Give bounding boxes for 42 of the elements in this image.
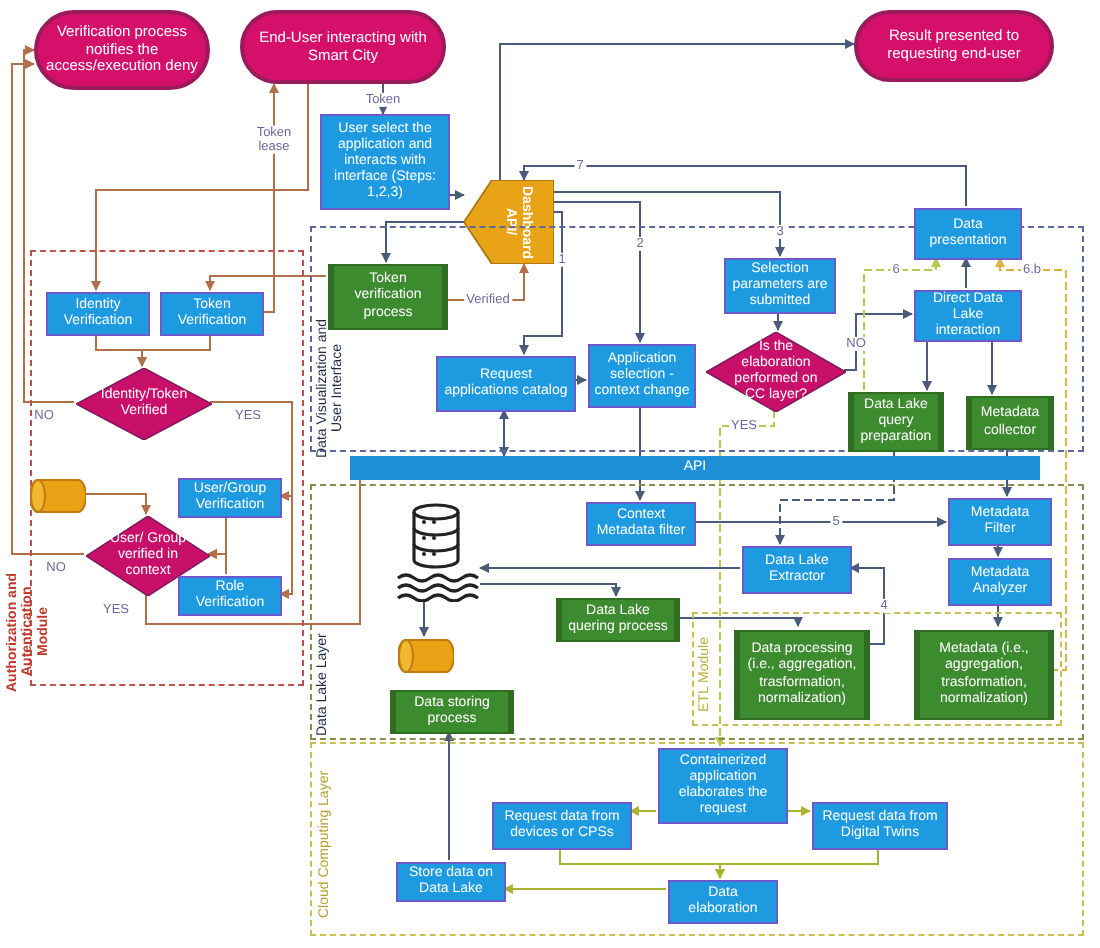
arrow bbox=[843, 309, 913, 371]
arrow bbox=[961, 257, 971, 289]
arrow bbox=[205, 275, 327, 291]
arrow bbox=[773, 311, 783, 331]
arrow bbox=[449, 190, 465, 200]
arrow bbox=[629, 806, 657, 816]
arrow bbox=[91, 83, 309, 291]
arrow bbox=[775, 449, 895, 545]
arrow bbox=[261, 83, 279, 313]
arrow bbox=[519, 211, 563, 355]
arrow bbox=[785, 806, 811, 816]
arrow bbox=[677, 617, 803, 627]
arrow bbox=[922, 339, 932, 391]
arrow bbox=[693, 517, 947, 527]
arrow bbox=[499, 39, 855, 181]
arrow bbox=[83, 493, 151, 515]
arrow bbox=[863, 257, 941, 391]
layer-region bbox=[310, 484, 1084, 740]
arrow bbox=[419, 599, 429, 637]
arrow bbox=[987, 339, 997, 395]
arrow bbox=[995, 257, 1067, 671]
arrow bbox=[479, 583, 621, 597]
arrow bbox=[849, 563, 885, 645]
arrow bbox=[11, 59, 85, 555]
layer-region bbox=[692, 612, 1062, 726]
arrow bbox=[479, 563, 741, 573]
arrow bbox=[444, 731, 454, 861]
arrow bbox=[519, 165, 967, 207]
arrow bbox=[207, 549, 227, 575]
arrow bbox=[503, 884, 667, 894]
arrow bbox=[715, 409, 775, 747]
arrow bbox=[573, 375, 587, 385]
arrow bbox=[553, 201, 645, 343]
arrow bbox=[23, 45, 75, 403]
arrow bbox=[993, 603, 1003, 627]
arrow bbox=[137, 333, 211, 367]
arrow bbox=[993, 543, 1003, 557]
arrow bbox=[499, 409, 509, 457]
arrow bbox=[381, 221, 465, 263]
arrow bbox=[715, 847, 879, 879]
arrow bbox=[553, 191, 785, 257]
layer-region bbox=[310, 742, 1084, 936]
